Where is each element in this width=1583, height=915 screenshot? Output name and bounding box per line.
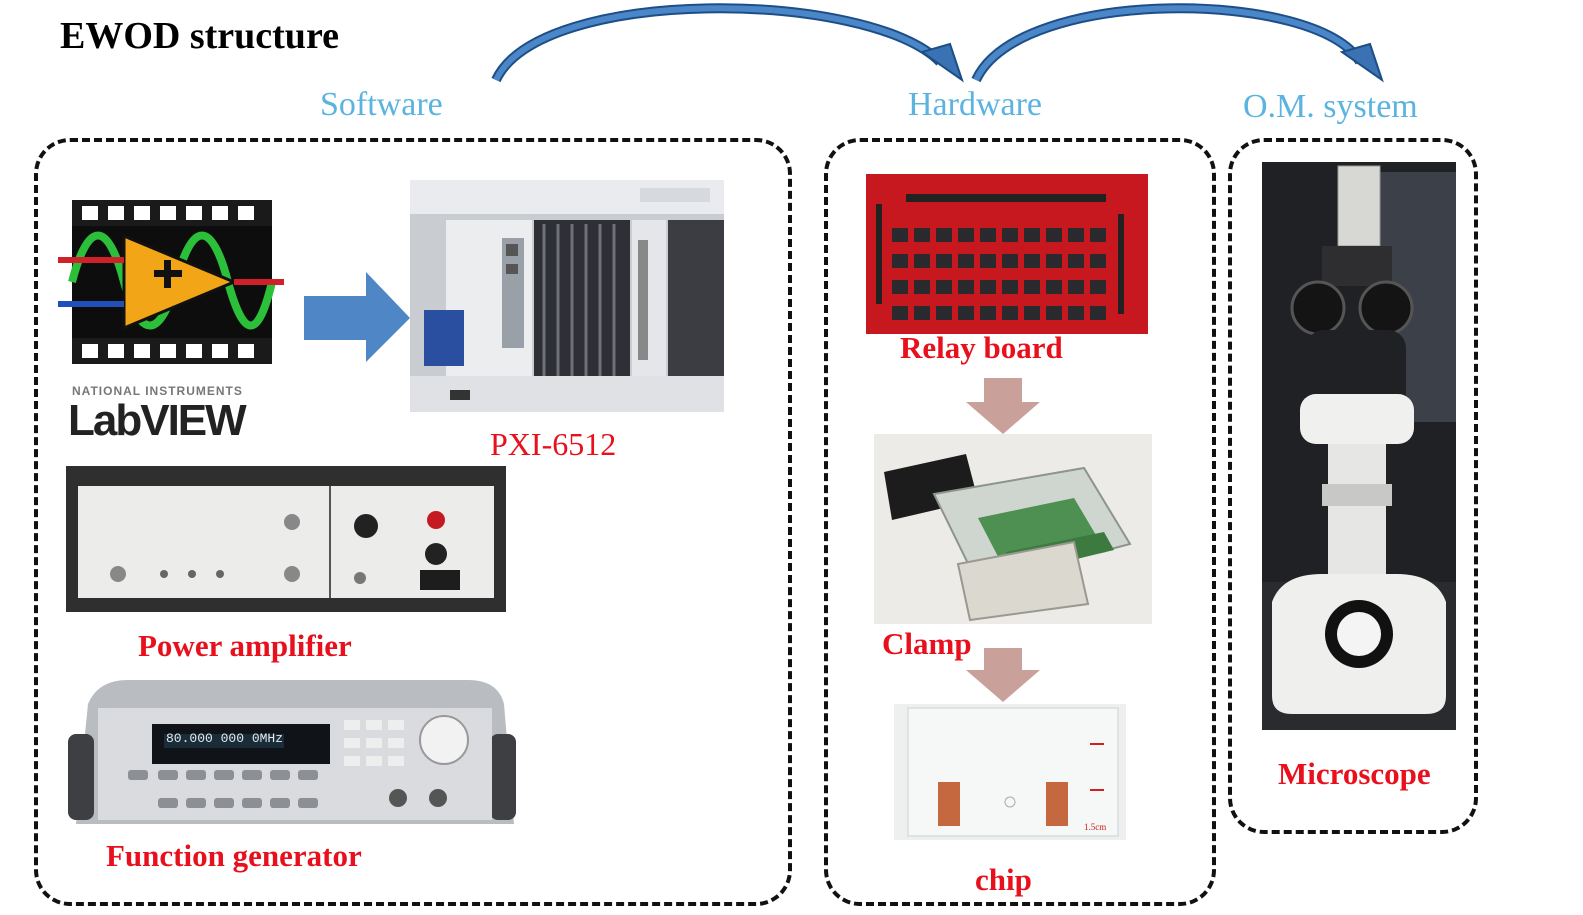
pxi-label: PXI-6512 (490, 426, 617, 462)
microscope-label: Microscope (1278, 756, 1431, 791)
section-label-om-system: O.M. system (1243, 88, 1418, 125)
hardware-group-box (824, 138, 1216, 906)
relay-to-clamp-arrow (966, 378, 1040, 434)
curved-flow-arrows (491, 3, 1384, 83)
power-amplifier-photo (66, 466, 506, 612)
page-title: EWOD structure (60, 15, 339, 57)
labview-brand-text: NATIONAL INSTRUMENTS (72, 384, 243, 398)
hardware-to-om-arrow (971, 3, 1365, 83)
clamp-label: Clamp (882, 626, 972, 661)
function-generator-display: 80.000 000 0MHz (166, 731, 284, 746)
software-group-box (34, 138, 792, 906)
power-amplifier-label: Power amplifier (138, 628, 352, 663)
function-generator-photo: 80.000 000 0MHz (68, 674, 516, 834)
software-to-hardware-arrow (491, 3, 944, 83)
section-label-software: Software (320, 86, 443, 123)
pxi-chassis-photo (410, 180, 724, 412)
clamp-photo (874, 434, 1152, 624)
relay-board-photo (866, 174, 1148, 334)
om-system-group-box (1228, 138, 1478, 834)
relay-board-label: Relay board (900, 330, 1063, 365)
section-label-hardware: Hardware (908, 86, 1043, 123)
labview-film-icon (58, 200, 284, 364)
clamp-to-chip-arrow (966, 648, 1040, 702)
labview-to-pxi-arrow (304, 272, 410, 362)
function-generator-label: Function generator (106, 838, 362, 873)
chip-label: chip (975, 862, 1032, 897)
chip-scale-text: 1.5cm (1084, 822, 1107, 832)
microscope-photo (1262, 162, 1456, 730)
labview-name-text: LabVIEW (68, 396, 247, 445)
chip-photo: 1.5cm (894, 704, 1126, 840)
labview-logo: NATIONAL INSTRUMENTS LabVIEW (58, 190, 286, 446)
